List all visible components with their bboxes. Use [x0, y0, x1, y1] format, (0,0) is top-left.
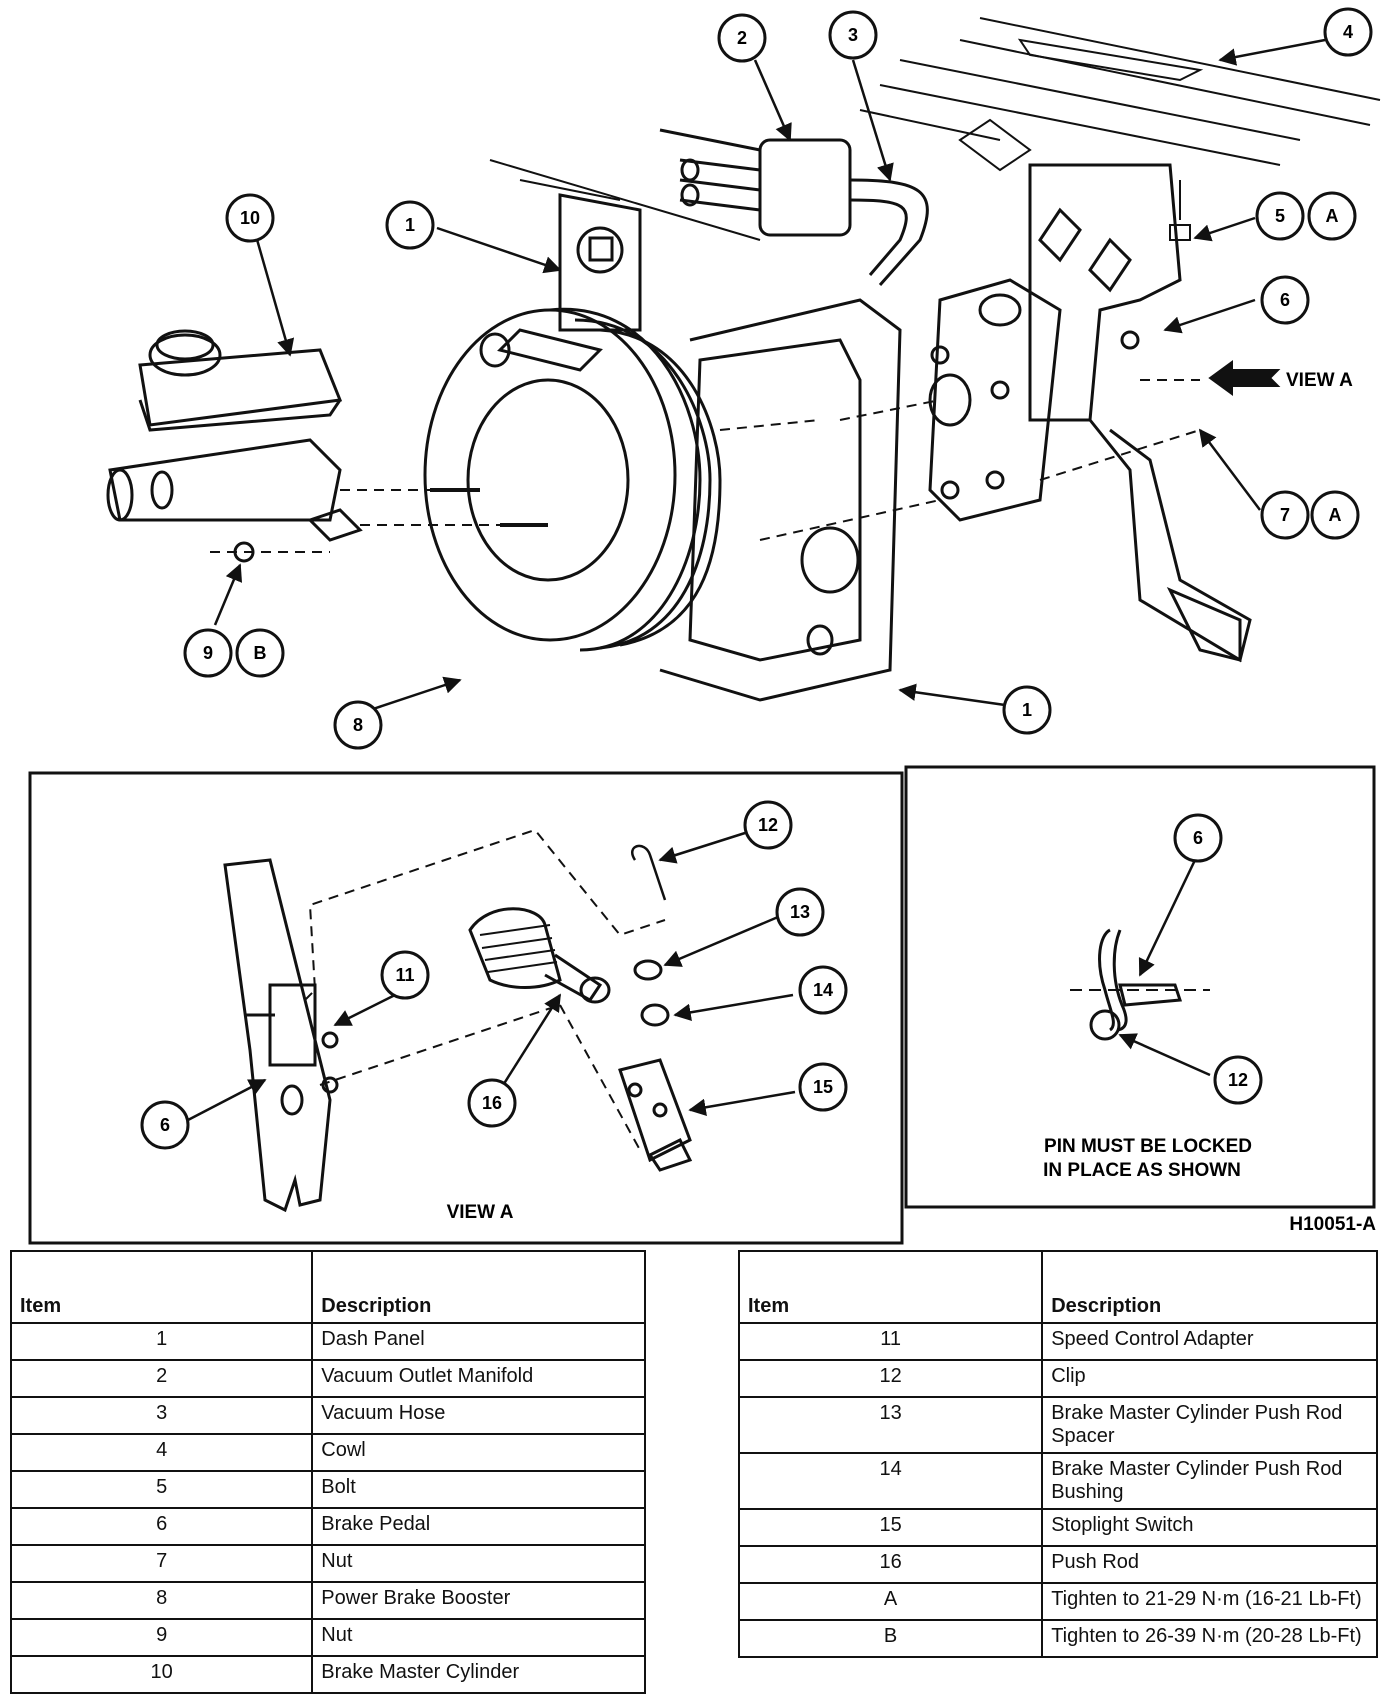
view-a-arrow-label: VIEW A — [1286, 370, 1353, 391]
svg-text:A: A — [1329, 505, 1342, 525]
svg-text:6: 6 — [1193, 828, 1203, 848]
view-a-callout-6: 6 — [140, 1100, 190, 1150]
svg-text:11: 11 — [395, 965, 414, 985]
callout-7: 7 — [1260, 490, 1310, 540]
callout-2: 2 — [717, 13, 767, 63]
view-a-leaders — [187, 831, 796, 1122]
pin-detail-drawing — [1070, 928, 1210, 1041]
pin-detail-leaders — [1118, 859, 1211, 1077]
table-header-description: Description — [1041, 1250, 1378, 1324]
callout-3: 3 — [828, 10, 878, 60]
callout-8: 8 — [333, 700, 383, 750]
brake-pedal-drawing — [928, 163, 1252, 663]
svg-text:2: 2 — [737, 28, 747, 48]
top-callouts: 1 2 3 4 5 A 6 7 A 8 1 9 B 10 — [183, 7, 1373, 750]
view-a-drawing — [223, 828, 693, 1213]
pin-note-line1: PIN MUST BE LOCKED — [1044, 1136, 1252, 1157]
svg-text:A: A — [1326, 206, 1339, 226]
view-a-callout-11: 11 — [380, 950, 430, 1000]
callout-b-9: B — [235, 628, 285, 678]
view-a-callout-16: 16 — [467, 1078, 517, 1128]
power-brake-booster-drawing — [423, 307, 722, 652]
figure-code: H10051-A — [1289, 1214, 1376, 1235]
svg-text:6: 6 — [1280, 290, 1290, 310]
brake-master-cylinder-drawing — [106, 329, 363, 563]
callout-a-5: A — [1307, 191, 1357, 241]
vacuum-manifold-drawing — [659, 128, 852, 237]
callout-a-7: A — [1310, 490, 1360, 540]
callout-4: 4 — [1323, 7, 1373, 57]
top-leaders — [213, 38, 1326, 712]
svg-text:1: 1 — [405, 215, 415, 235]
callout-9: 9 — [183, 628, 233, 678]
svg-text:16: 16 — [482, 1093, 502, 1113]
svg-text:5: 5 — [1275, 206, 1285, 226]
callout-1b: 1 — [1002, 685, 1052, 735]
callout-6: 6 — [1260, 275, 1310, 325]
cowl-drawing — [859, 17, 1381, 172]
svg-text:4: 4 — [1343, 22, 1353, 42]
svg-text:14: 14 — [813, 980, 833, 1000]
view-a-caption: VIEW A — [447, 1202, 514, 1223]
view-a-callout-14: 14 — [798, 965, 848, 1015]
svg-text:3: 3 — [848, 25, 858, 45]
callout-10: 10 — [225, 193, 275, 243]
dash-panel-drawing — [489, 159, 902, 702]
top-exploded-view — [106, 17, 1381, 702]
pin-detail-panel: 6 12 PIN MUST BE LOCKED IN PLACE AS SHOW… — [904, 765, 1376, 1209]
svg-text:1: 1 — [1022, 700, 1032, 720]
view-a-arrow-icon — [1208, 360, 1281, 396]
view-a-callout-13: 13 — [775, 887, 825, 937]
svg-text:B: B — [254, 643, 267, 663]
callout-1a: 1 — [385, 200, 435, 250]
assembly-lines — [210, 379, 1201, 553]
svg-text:7: 7 — [1280, 505, 1290, 525]
svg-text:12: 12 — [758, 815, 778, 835]
svg-text:8: 8 — [353, 715, 363, 735]
svg-text:9: 9 — [203, 643, 213, 663]
svg-text:12: 12 — [1228, 1070, 1248, 1090]
view-a-callout-12: 12 — [743, 800, 793, 850]
svg-text:15: 15 — [813, 1077, 833, 1097]
view-a-callout-15: 15 — [798, 1062, 848, 1112]
svg-text:10: 10 — [240, 208, 260, 228]
pin-callout-12: 12 — [1213, 1055, 1263, 1105]
vacuum-hose-drawing — [849, 178, 929, 286]
table-header-description: Description — [311, 1250, 646, 1324]
pin-note-line2: IN PLACE AS SHOWN — [1043, 1160, 1241, 1181]
callout-5: 5 — [1255, 191, 1305, 241]
pin-callout-6: 6 — [1173, 813, 1223, 863]
view-a-panel: 6 11 12 13 14 15 16 VIEW A — [28, 771, 904, 1245]
svg-text:6: 6 — [160, 1115, 170, 1135]
table-header-item: Item — [737, 1250, 1044, 1324]
svg-text:13: 13 — [790, 902, 810, 922]
table-header-item: Item — [9, 1250, 314, 1324]
